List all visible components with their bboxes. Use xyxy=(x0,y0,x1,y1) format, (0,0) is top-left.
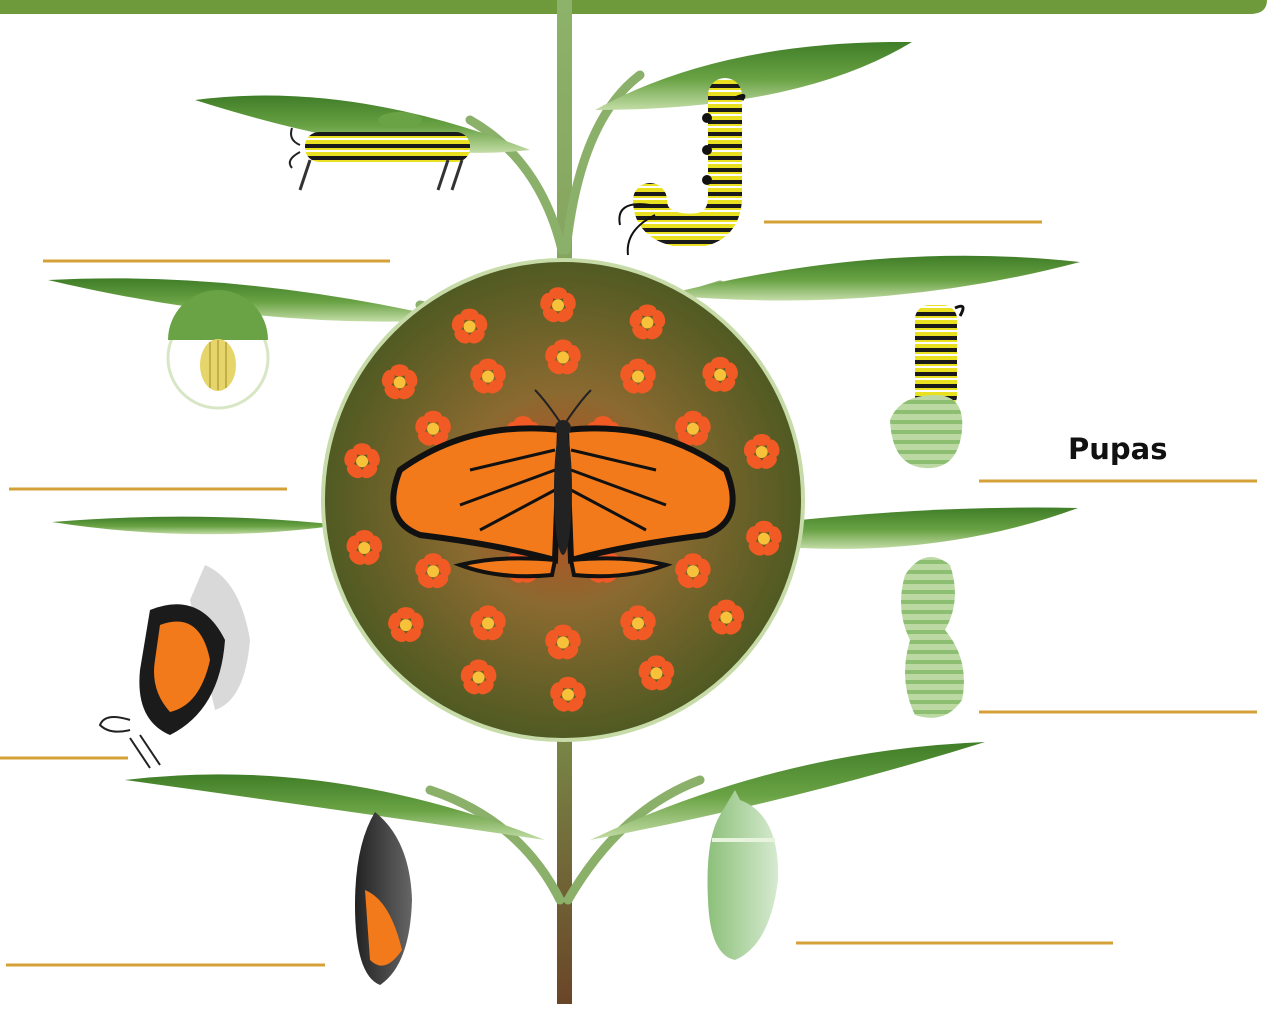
stage-label-pupas: Pupas xyxy=(1068,432,1168,466)
egg-icon xyxy=(168,290,268,408)
leaf xyxy=(125,774,545,840)
j-caterpillar-icon xyxy=(619,95,744,255)
chrysalis-green-icon xyxy=(708,790,779,960)
leaf xyxy=(800,508,1078,549)
leaf xyxy=(665,256,1080,301)
emerging-adult-icon xyxy=(100,565,250,768)
leaf xyxy=(590,742,985,840)
leaf xyxy=(52,517,340,535)
chrysalis-forming-icon xyxy=(901,557,964,718)
pupa-hanging-icon xyxy=(890,305,963,468)
chrysalis-dark-icon xyxy=(355,812,412,985)
